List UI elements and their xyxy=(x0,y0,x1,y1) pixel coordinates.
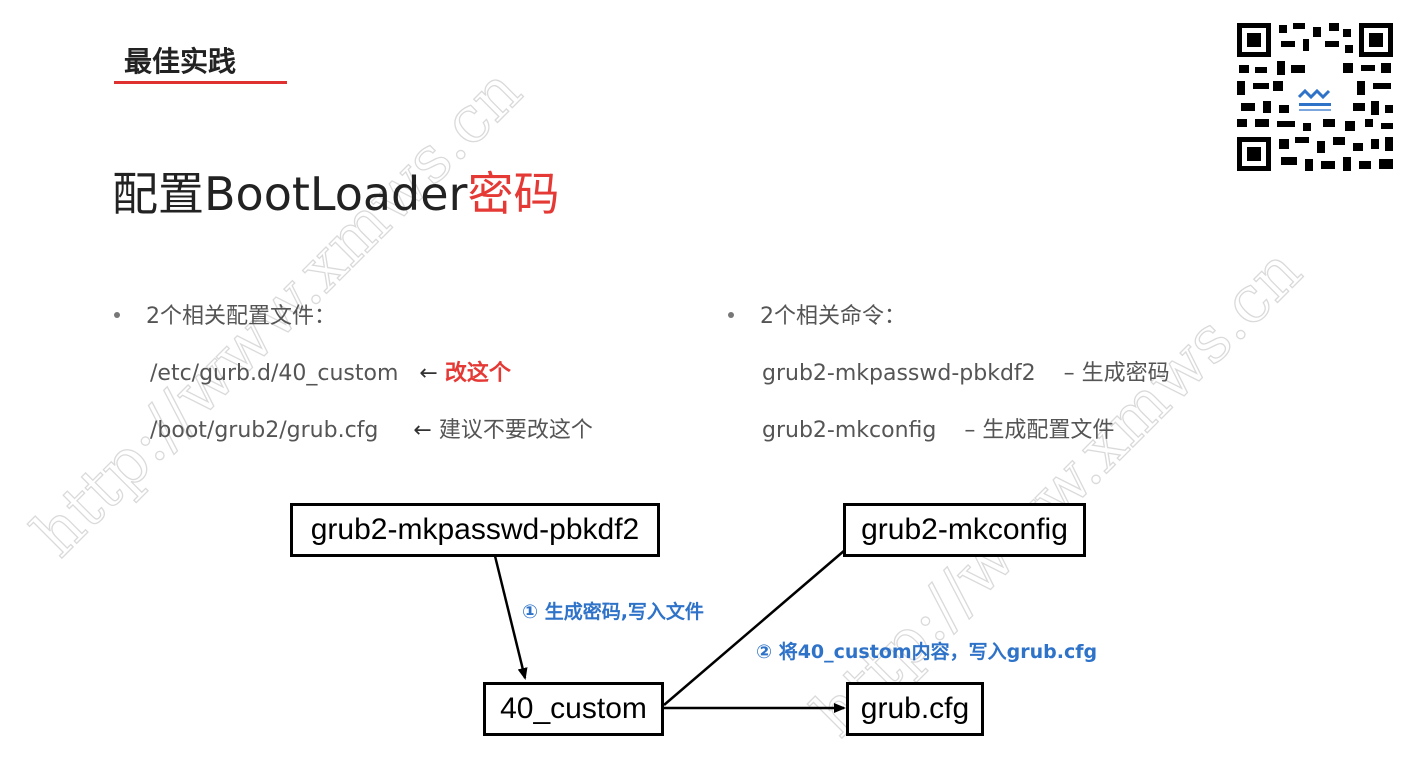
left-bullet-heading: 2个相关配置文件： xyxy=(114,298,336,330)
command-line-1: grub2-mkpasswd-pbkdf2 – 生成密码 xyxy=(762,355,1170,387)
right-heading-text: 2个相关命令： xyxy=(760,304,906,329)
file-line-2: /boot/grub2/grub.cfg ← 建议不要改这个 xyxy=(150,412,593,444)
command-desc: – 生成配置文件 xyxy=(964,418,1115,443)
file-line-1: /etc/gurb.d/40_custom ← 改这个 xyxy=(150,355,511,387)
file-note: 建议不要改这个 xyxy=(438,418,593,443)
node-40-custom: 40_custom xyxy=(483,682,664,736)
command-line-2: grub2-mkconfig – 生成配置文件 xyxy=(762,412,1114,444)
file-path: /boot/grub2/grub.cfg xyxy=(150,418,379,443)
title-accent: 密码 xyxy=(467,167,560,221)
command-name: grub2-mkpasswd-pbkdf2 xyxy=(762,361,1036,386)
file-note: 改这个 xyxy=(444,361,511,386)
qr-code-icon xyxy=(1233,19,1397,175)
node-mkconfig: grub2-mkconfig xyxy=(843,503,1086,557)
section-underline xyxy=(114,81,287,84)
section-label: 最佳实践 xyxy=(124,45,237,78)
right-bullet-heading: 2个相关命令： xyxy=(728,298,906,330)
node-mkpasswd: grub2-mkpasswd-pbkdf2 xyxy=(290,503,660,557)
bullet-dot-icon xyxy=(728,312,734,318)
file-path: /etc/gurb.d/40_custom xyxy=(150,361,399,386)
edge-label-step2: ② 将40_custom内容，写入grub.cfg xyxy=(756,641,1098,663)
slide-title: 配置BootLoader密码 xyxy=(112,158,559,224)
command-desc: – 生成密码 xyxy=(1063,361,1170,386)
left-arrow-icon: ← xyxy=(419,361,438,386)
left-heading-text: 2个相关配置文件： xyxy=(146,304,336,329)
node-grub-cfg: grub.cfg xyxy=(846,682,984,736)
command-name: grub2-mkconfig xyxy=(762,418,937,443)
left-arrow-icon: ← xyxy=(413,418,432,443)
title-main: 配置BootLoader xyxy=(112,167,468,221)
edge-mkpasswd-to-custom xyxy=(493,555,528,680)
edge-custom-to-mkconfig xyxy=(663,549,846,706)
bullet-dot-icon xyxy=(114,312,120,318)
edge-label-step1: ① 生成密码,写入文件 xyxy=(522,601,704,623)
